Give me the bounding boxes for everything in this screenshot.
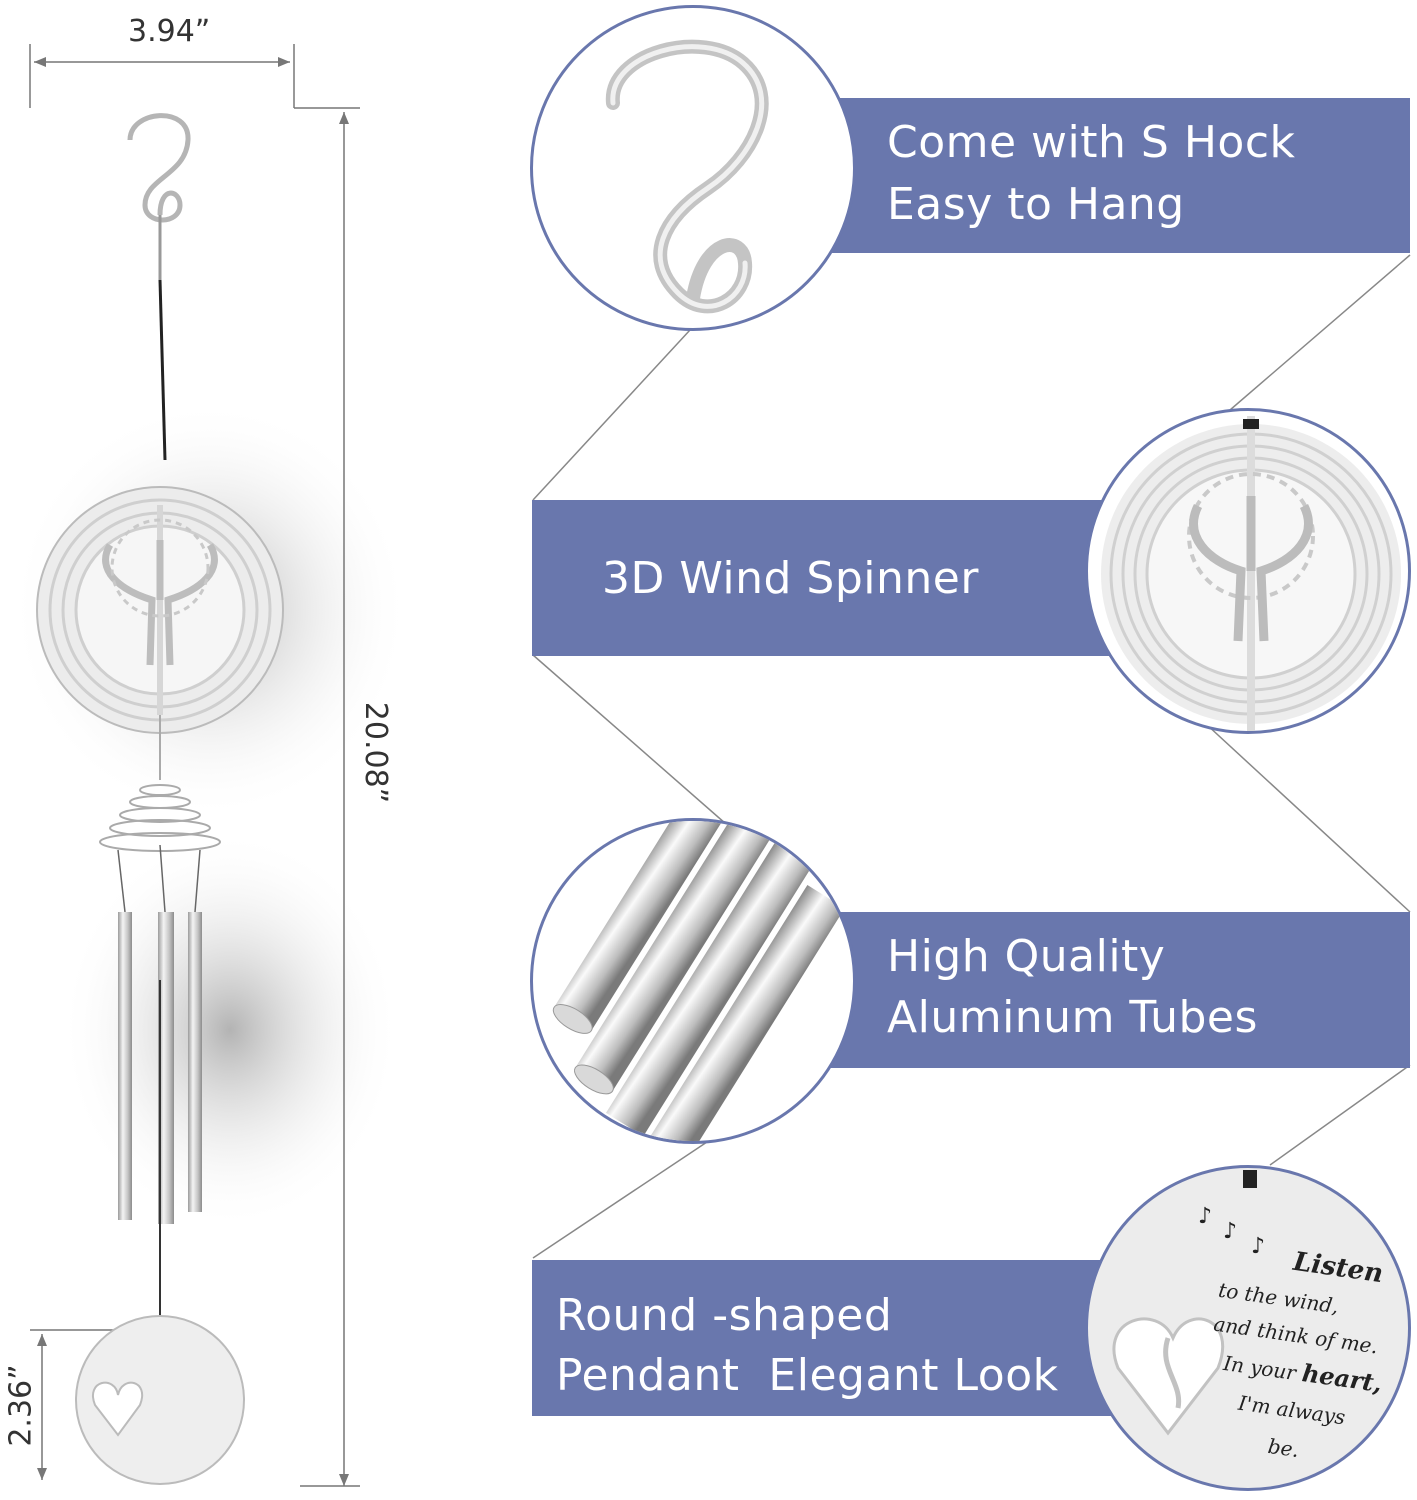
wind-spinner-closeup — [1085, 408, 1411, 734]
feature-3-line2: Aluminum Tubes — [887, 992, 1258, 1043]
svg-text:♪: ♪ — [1223, 1219, 1237, 1244]
pendant-line5: be. — [1266, 1433, 1301, 1463]
svg-text:♪: ♪ — [1198, 1204, 1212, 1229]
feature-banner-wind-spinner: 3D Wind Spinner — [532, 500, 1132, 656]
feature-4-line2: Pendant Elegant Look — [556, 1350, 1059, 1401]
pendant-icon: ♪ ♪ ♪ — [1112, 1170, 1265, 1436]
feature-banner-pendant: Round -shaped Pendant Elegant Look — [532, 1260, 1132, 1416]
feature-banner-s-hook: Come with S Hock Easy to Hang — [760, 98, 1410, 253]
s-hook-icon — [605, 39, 769, 314]
height-dimension-label: 20.08” — [358, 701, 394, 804]
feature-2-line1: 3D Wind Spinner — [602, 553, 979, 604]
svg-text:♪: ♪ — [1251, 1234, 1265, 1259]
width-dimension-label: 3.94” — [128, 14, 211, 49]
feature-4-line1: Round -shaped — [556, 1290, 893, 1341]
aluminum-tubes-icon — [552, 821, 845, 1141]
feature-1-line1: Come with S Hock — [887, 117, 1296, 168]
wind-chime-drawing — [10, 44, 400, 1487]
tree-of-life-spinner-icon — [1101, 416, 1401, 731]
feature-3-line1: High Quality — [887, 931, 1166, 982]
pendant-closeup: ♪ ♪ ♪ Listen to the wind, and think of m… — [1085, 1165, 1411, 1491]
s-hook-closeup — [530, 5, 856, 331]
tubes-closeup — [530, 818, 856, 1144]
feature-1-line2: Easy to Hang — [887, 179, 1185, 230]
pendant-dimension-label: 2.36” — [3, 1364, 39, 1447]
product-illustration: 3.94” 20.08” 2.36” — [0, 0, 400, 1500]
feature-banner-tubes: High Quality Aluminum Tubes — [760, 912, 1410, 1068]
